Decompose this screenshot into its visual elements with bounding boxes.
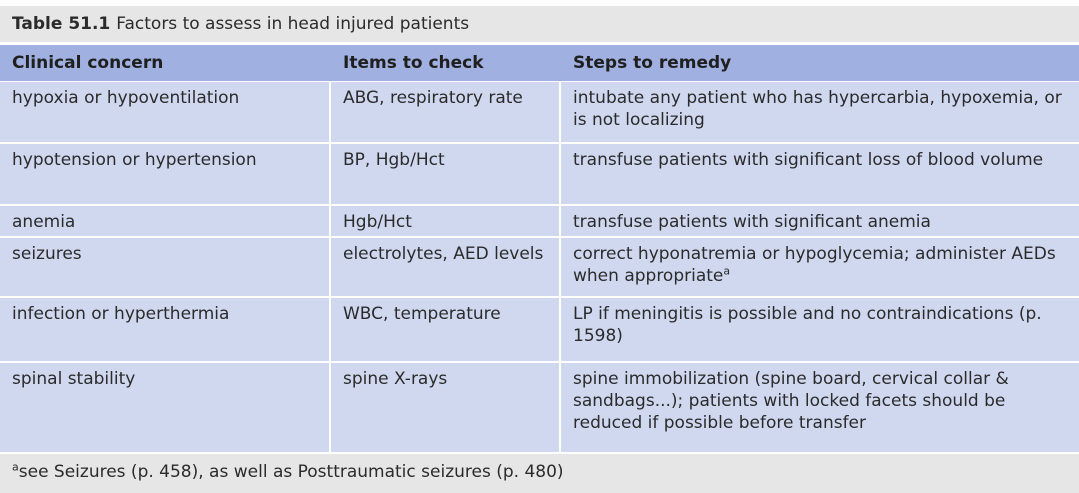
cell-concern: anemia: [0, 206, 329, 236]
cell-concern: infection or hyperthermia: [0, 298, 329, 361]
cell-concern: seizures: [0, 238, 329, 296]
cell-concern: hypotension or hypertension: [0, 144, 329, 204]
table-caption-text: Factors to assess in head injured patien…: [116, 14, 470, 34]
cell-items: electrolytes, AED levels: [331, 238, 559, 296]
table-row: seizures electrolytes, AED levels correc…: [0, 238, 1079, 296]
cell-remedy: intubate any patient who has hypercarbia…: [561, 82, 1079, 142]
cell-remedy: transfuse patients with significant loss…: [561, 144, 1079, 204]
footnote-text: see Seizures (p. 458), as well as Posttr…: [18, 462, 564, 482]
cell-items: spine X-rays: [331, 363, 559, 452]
cell-items: WBC, temperature: [331, 298, 559, 361]
table-row: hypoxia or hypoventilation ABG, respirat…: [0, 82, 1079, 142]
table-row: anemia Hgb/Hct transfuse patients with s…: [0, 206, 1079, 236]
cell-remedy: correct hyponatremia or hypoglycemia; ad…: [561, 238, 1079, 296]
cell-remedy: LP if meningitis is possible and no cont…: [561, 298, 1079, 361]
table-row: spinal stability spine X-rays spine immo…: [0, 363, 1079, 452]
cell-items: Hgb/Hct: [331, 206, 559, 236]
footnote-marker: a: [723, 264, 731, 278]
table-footnote: asee Seizures (p. 458), as well as Postt…: [0, 454, 1079, 493]
remedy-text: correct hyponatremia or hypoglycemia; ad…: [573, 244, 1056, 286]
cell-remedy: spine immobilization (spine board, cervi…: [561, 363, 1079, 452]
column-header-items-to-check: Items to check: [343, 53, 484, 73]
table-header-row: Clinical concern Items to check Steps to…: [0, 45, 1079, 81]
column-header-steps-to-remedy: Steps to remedy: [573, 53, 732, 73]
cell-concern: hypoxia or hypoventilation: [0, 82, 329, 142]
table-row: hypotension or hypertension BP, Hgb/Hct …: [0, 144, 1079, 204]
column-header-clinical-concern: Clinical concern: [12, 53, 164, 73]
footnote-marker: a: [12, 460, 19, 474]
table-row: infection or hyperthermia WBC, temperatu…: [0, 298, 1079, 361]
cell-remedy: transfuse patients with significant anem…: [561, 206, 1079, 236]
cell-concern: spinal stability: [0, 363, 329, 452]
table-number: Table 51.1: [12, 14, 111, 34]
cell-items: BP, Hgb/Hct: [331, 144, 559, 204]
cell-items: ABG, respiratory rate: [331, 82, 559, 142]
